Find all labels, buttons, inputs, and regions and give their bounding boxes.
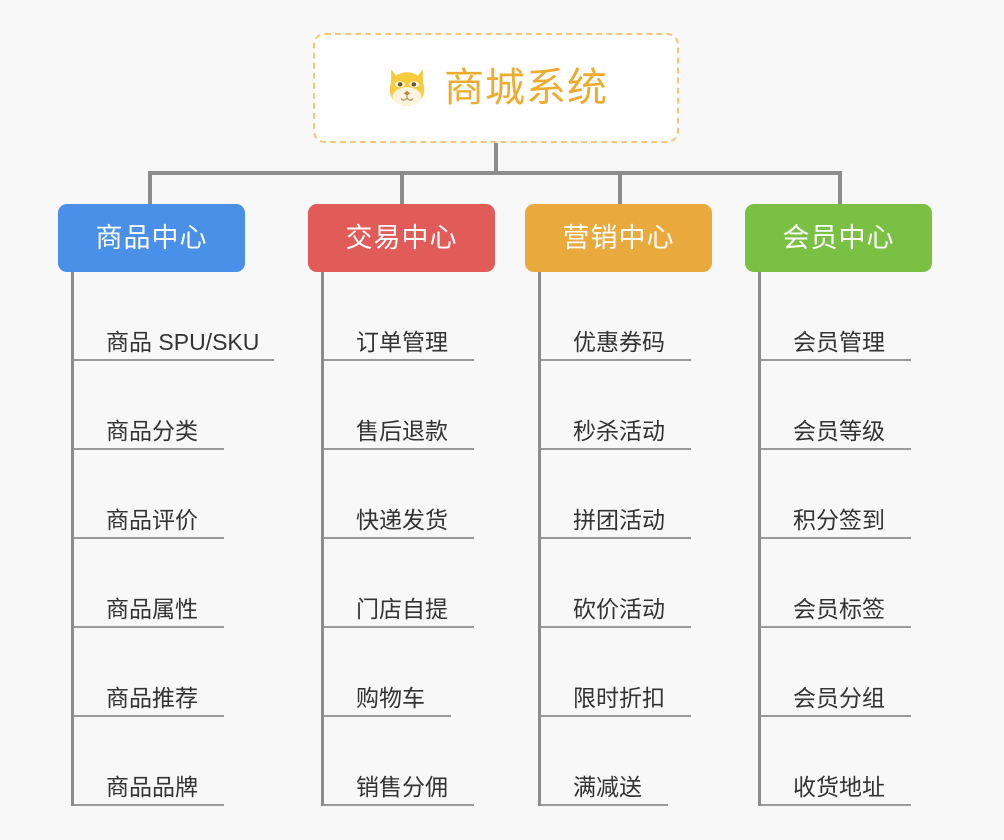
leaf-underline xyxy=(74,804,224,806)
leaf-item[interactable]: 门店自提 xyxy=(324,539,495,628)
leaf-label: 商品推荐 xyxy=(106,684,198,711)
leaf-label: 会员等级 xyxy=(793,417,885,444)
branch-header-4[interactable]: 会员中心 xyxy=(745,204,932,272)
leaf-list-2: 订单管理 售后退款 快递发货 门店自提 购物车 销售分佣 xyxy=(321,272,495,806)
leaf-label: 收货地址 xyxy=(793,773,885,800)
leaf-item[interactable]: 砍价活动 xyxy=(541,539,712,628)
leaf-item[interactable]: 会员标签 xyxy=(761,539,932,628)
leaf-item[interactable]: 会员等级 xyxy=(761,361,932,450)
leaf-list-4: 会员管理 会员等级 积分签到 会员标签 会员分组 收货地址 xyxy=(758,272,932,806)
leaf-item[interactable]: 快递发货 xyxy=(324,450,495,539)
leaf-label: 满减送 xyxy=(573,773,642,800)
leaf-label: 会员标签 xyxy=(793,595,885,622)
leaf-label: 会员分组 xyxy=(793,684,885,711)
leaf-item[interactable]: 限时折扣 xyxy=(541,628,712,717)
leaf-underline xyxy=(324,804,474,806)
leaf-item[interactable]: 会员管理 xyxy=(761,272,932,361)
leaf-label: 会员管理 xyxy=(793,328,885,355)
leaf-underline xyxy=(541,537,691,539)
leaf-underline xyxy=(74,359,274,361)
leaf-item[interactable]: 商品属性 xyxy=(74,539,245,628)
leaf-item[interactable]: 秒杀活动 xyxy=(541,361,712,450)
leaf-label: 门店自提 xyxy=(356,595,448,622)
leaf-underline xyxy=(324,626,474,628)
leaf-label: 商品 SPU/SKU xyxy=(106,328,260,355)
leaf-underline xyxy=(74,448,224,450)
leaf-item[interactable]: 商品分类 xyxy=(74,361,245,450)
leaf-underline xyxy=(74,626,224,628)
branch-header-1[interactable]: 商品中心 xyxy=(58,204,245,272)
shiba-dog-face-icon xyxy=(389,69,425,106)
leaf-label: 秒杀活动 xyxy=(573,417,665,444)
leaf-list-3: 优惠券码 秒杀活动 拼团活动 砍价活动 限时折扣 满减送 xyxy=(538,272,712,806)
leaf-item[interactable]: 拼团活动 xyxy=(541,450,712,539)
leaf-item[interactable]: 订单管理 xyxy=(324,272,495,361)
leaf-item[interactable]: 会员分组 xyxy=(761,628,932,717)
leaf-underline xyxy=(324,537,474,539)
leaf-item[interactable]: 销售分佣 xyxy=(324,717,495,806)
connector-drop-2 xyxy=(400,171,404,204)
leaf-item[interactable]: 售后退款 xyxy=(324,361,495,450)
leaf-label: 售后退款 xyxy=(356,417,448,444)
branch-column-4: 会员中心 会员管理 会员等级 积分签到 会员标签 会员分组 xyxy=(745,204,932,806)
branch-label-2: 交易中心 xyxy=(345,222,458,253)
leaf-underline xyxy=(761,537,911,539)
leaf-item[interactable]: 满减送 xyxy=(541,717,712,806)
leaf-label: 商品分类 xyxy=(106,417,198,444)
leaf-underline xyxy=(74,715,224,717)
leaf-label: 快递发货 xyxy=(356,506,448,533)
leaf-label: 商品品牌 xyxy=(106,773,198,800)
leaf-item[interactable]: 商品 SPU/SKU xyxy=(74,272,274,361)
branch-label-3: 营销中心 xyxy=(562,222,675,253)
branch-header-2[interactable]: 交易中心 xyxy=(308,204,495,272)
leaf-underline xyxy=(324,715,451,717)
leaf-underline xyxy=(761,715,911,717)
leaf-underline xyxy=(74,537,224,539)
leaf-label: 积分签到 xyxy=(793,506,885,533)
leaf-label: 限时折扣 xyxy=(573,684,665,711)
leaf-underline xyxy=(761,804,911,806)
leaf-underline xyxy=(761,359,911,361)
leaf-label: 订单管理 xyxy=(356,328,448,355)
leaf-underline xyxy=(324,359,474,361)
leaf-label: 优惠券码 xyxy=(573,328,665,355)
leaf-underline xyxy=(541,448,691,450)
branch-column-3: 营销中心 优惠券码 秒杀活动 拼团活动 砍价活动 限时折扣 xyxy=(525,204,712,806)
leaf-label: 购物车 xyxy=(356,684,425,711)
branch-column-2: 交易中心 订单管理 售后退款 快递发货 门店自提 购物车 xyxy=(308,204,495,806)
leaf-underline xyxy=(541,626,691,628)
leaf-underline xyxy=(541,804,668,806)
connector-root-vertical xyxy=(494,143,498,174)
leaf-underline xyxy=(761,626,911,628)
branch-label-1: 商品中心 xyxy=(95,222,208,253)
leaf-label: 拼团活动 xyxy=(573,506,665,533)
leaf-item[interactable]: 收货地址 xyxy=(761,717,932,806)
branch-header-3[interactable]: 营销中心 xyxy=(525,204,712,272)
branch-label-4: 会员中心 xyxy=(782,222,895,253)
root-title: 商城系统 xyxy=(444,66,608,110)
leaf-item[interactable]: 购物车 xyxy=(324,628,495,717)
leaf-item[interactable]: 优惠券码 xyxy=(541,272,712,361)
leaf-underline xyxy=(541,715,691,717)
connector-horizontal-bar xyxy=(148,171,842,175)
leaf-underline xyxy=(324,448,474,450)
branch-column-1: 商品中心 商品 SPU/SKU 商品分类 商品评价 商品属性 商品推荐 xyxy=(58,204,274,806)
connector-drop-3 xyxy=(618,171,622,204)
leaf-label: 商品评价 xyxy=(106,506,198,533)
leaf-list-1: 商品 SPU/SKU 商品分类 商品评价 商品属性 商品推荐 商品品牌 xyxy=(71,272,274,806)
leaf-item[interactable]: 积分签到 xyxy=(761,450,932,539)
leaf-label: 砍价活动 xyxy=(573,595,665,622)
leaf-underline xyxy=(761,448,911,450)
leaf-item[interactable]: 商品品牌 xyxy=(74,717,245,806)
leaf-item[interactable]: 商品评价 xyxy=(74,450,245,539)
root-node[interactable]: 商城系统 xyxy=(313,33,679,143)
connector-drop-1 xyxy=(148,171,152,204)
leaf-label: 销售分佣 xyxy=(356,773,448,800)
leaf-label: 商品属性 xyxy=(106,595,198,622)
connector-drop-4 xyxy=(838,171,842,204)
leaf-underline xyxy=(541,359,691,361)
leaf-item[interactable]: 商品推荐 xyxy=(74,628,245,717)
